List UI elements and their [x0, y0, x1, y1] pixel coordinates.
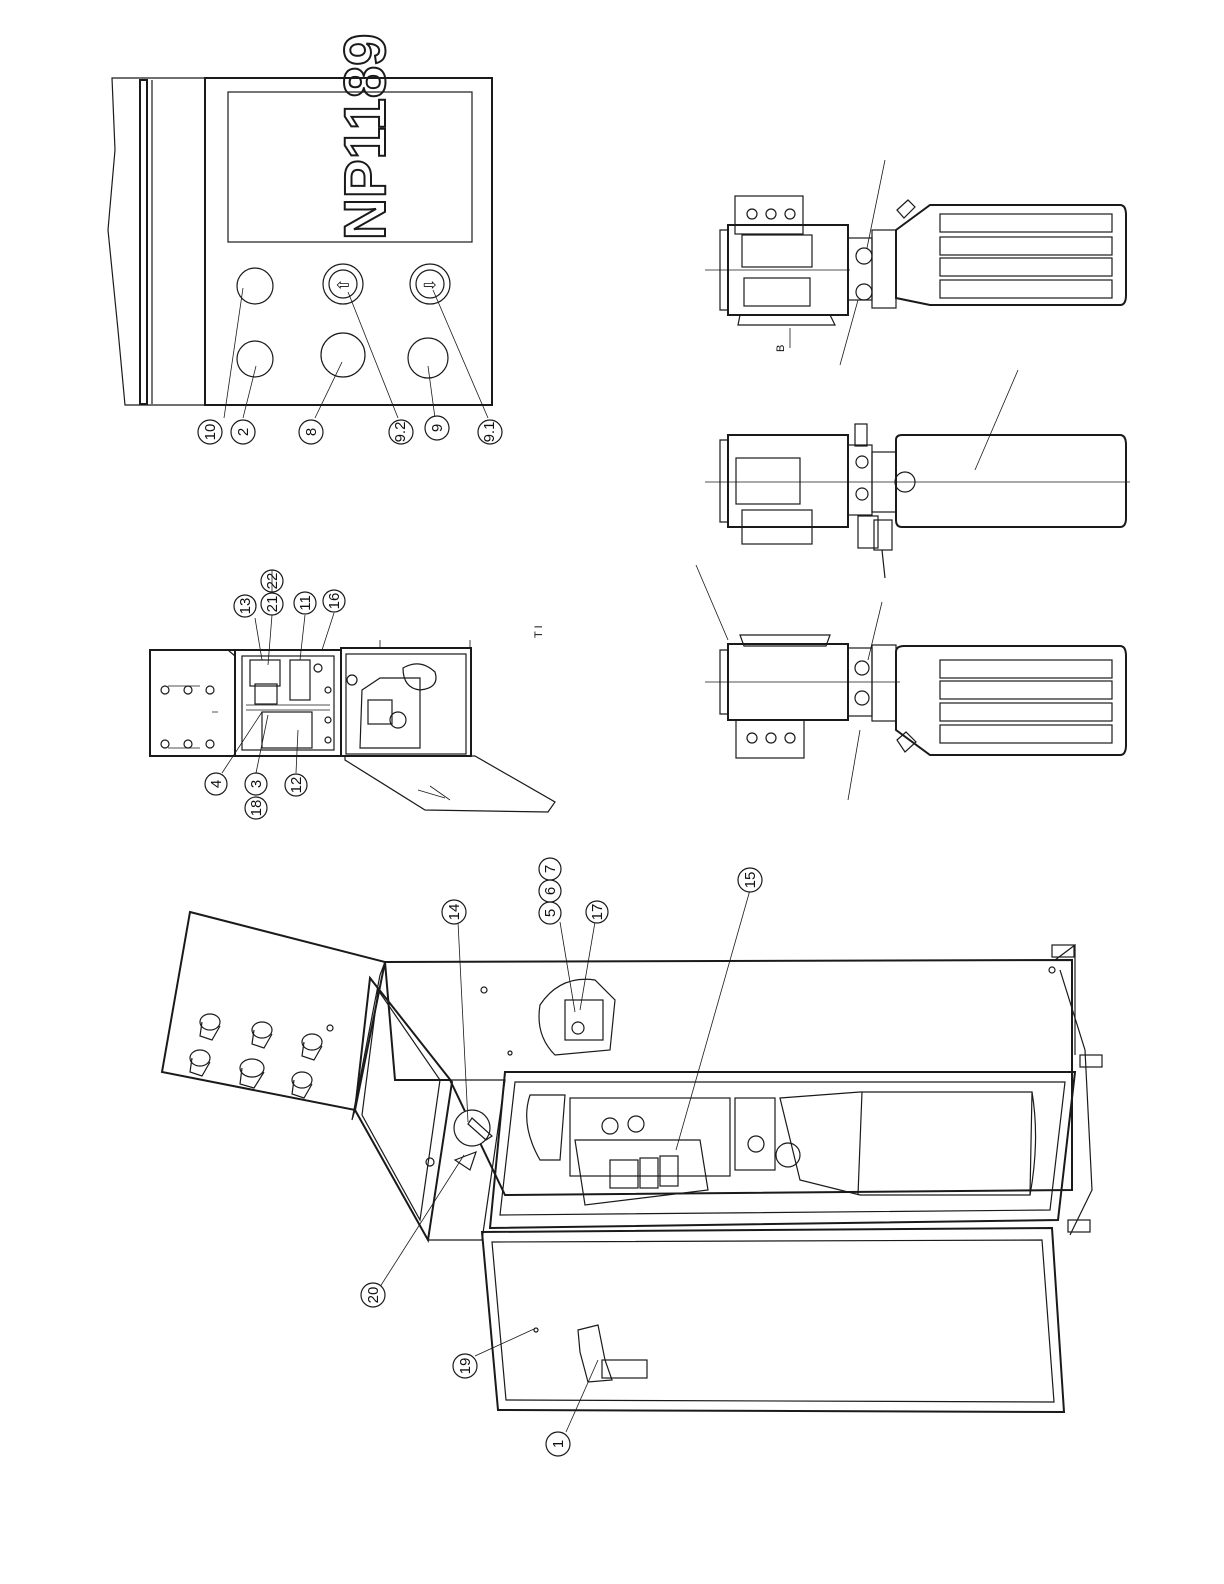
power-unit-bottom-view	[696, 565, 1126, 800]
callout-9: 9	[425, 416, 449, 440]
callout-9-2: 9.2	[389, 420, 413, 444]
callout-4: 4	[205, 773, 227, 795]
callout-18: 18	[245, 797, 267, 819]
callout-16: 16	[323, 590, 345, 612]
svg-text:6: 6	[542, 887, 559, 895]
svg-text:21: 21	[264, 596, 281, 613]
view-b-label: B	[775, 345, 787, 352]
callout-15: 15	[738, 868, 762, 892]
power-unit-side-view	[705, 370, 1130, 578]
svg-text:18: 18	[248, 800, 265, 817]
callout-14: 14	[442, 900, 466, 924]
isometric-cabinet-view	[162, 890, 1102, 1432]
svg-text:8: 8	[303, 428, 320, 436]
svg-text:9: 9	[429, 424, 446, 432]
svg-text:22: 22	[264, 573, 281, 590]
arrow-left-icon: ⇦	[336, 277, 349, 294]
callout-1: 1	[546, 1432, 570, 1456]
power-unit-top-view	[705, 160, 1126, 365]
callout-2: 2	[231, 420, 255, 444]
callout-5: 5	[539, 902, 561, 924]
svg-text:15: 15	[742, 872, 759, 889]
svg-text:9.2: 9.2	[392, 422, 409, 443]
svg-text:3: 3	[248, 780, 265, 788]
svg-text:7: 7	[542, 865, 559, 873]
callout-19: 19	[453, 1354, 477, 1378]
svg-text:9.1: 9.1	[481, 422, 498, 443]
svg-text:1: 1	[550, 1440, 567, 1448]
svg-text:2: 2	[235, 428, 252, 436]
arrow-right-icon: ⇨	[423, 277, 436, 294]
callout-13: 13	[234, 595, 256, 617]
svg-text:17: 17	[589, 904, 606, 921]
svg-text:20: 20	[365, 1287, 382, 1304]
callout-10: 10	[198, 420, 222, 444]
door-buttons	[161, 686, 218, 748]
svg-text:14: 14	[446, 904, 463, 921]
callout-7: 7	[539, 858, 561, 880]
callout-11: 11	[294, 592, 316, 614]
svg-text:10: 10	[202, 424, 219, 441]
control-panel-view: NP1189 ⇦ ⇨	[108, 34, 492, 418]
button-9	[408, 338, 448, 378]
svg-text:13: 13	[237, 598, 254, 615]
callout-17: 17	[586, 901, 608, 923]
svg-text:19: 19	[457, 1358, 474, 1375]
svg-text:11: 11	[297, 595, 314, 611]
svg-text:16: 16	[326, 593, 343, 610]
callout-12: 12	[285, 774, 307, 796]
callout-9-1: 9.1	[478, 420, 502, 444]
button-10	[237, 268, 273, 304]
callout-8: 8	[299, 420, 323, 444]
svg-text:5: 5	[542, 909, 559, 917]
button-8	[321, 333, 365, 377]
panel-label-text: NP1189	[333, 34, 398, 240]
svg-text:12: 12	[288, 777, 305, 794]
section-t-label: T I	[533, 625, 545, 638]
callout-6: 6	[539, 880, 561, 902]
callout-20: 20	[361, 1283, 385, 1307]
callout-21: 21	[261, 593, 283, 615]
svg-text:4: 4	[208, 780, 225, 788]
door-pushbuttons	[190, 1014, 333, 1098]
callout-3: 3	[245, 773, 267, 795]
